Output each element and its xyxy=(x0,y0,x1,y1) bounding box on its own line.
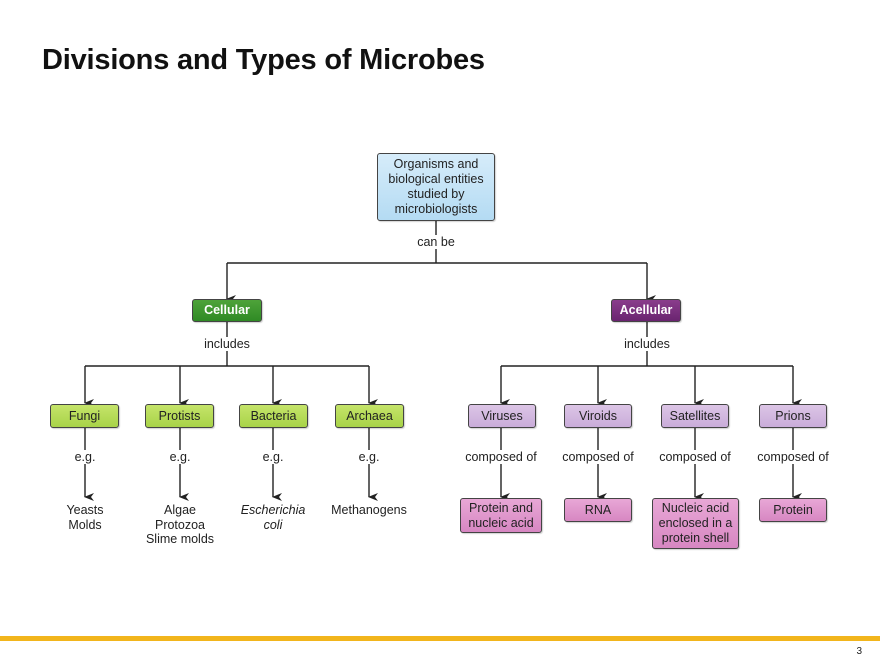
example-item: coli xyxy=(263,517,283,532)
example-item: Protozoa xyxy=(154,517,206,532)
relation-label: e.g. xyxy=(167,450,193,464)
group-protists: Protists xyxy=(145,404,214,428)
composition-line: Nucleic acid xyxy=(661,501,730,515)
examples-archaea: Methanogens xyxy=(331,503,407,518)
root-connector-label: can be xyxy=(415,235,457,249)
acellular-connector-label: includes xyxy=(622,337,672,351)
composition-line: protein shell xyxy=(661,531,730,545)
relation-label: composed of xyxy=(463,450,539,464)
composition-line: RNA xyxy=(584,502,612,517)
examples-bacteria: Escherichia coli xyxy=(241,503,306,532)
group-bacteria: Bacteria xyxy=(239,404,308,428)
root-node: Organisms and biological entities studie… xyxy=(377,153,495,221)
composition-line: enclosed in a xyxy=(658,516,733,530)
example-item: Escherichia xyxy=(240,503,306,517)
examples-fungi: Yeasts Molds xyxy=(66,503,103,532)
group-satellites: Satellites xyxy=(661,404,729,428)
group-viruses: Viruses xyxy=(468,404,536,428)
root-line: Organisms and xyxy=(393,157,479,171)
composition-line: Protein and xyxy=(469,500,533,515)
example-item: Algae xyxy=(164,503,196,517)
composition-viroids: RNA xyxy=(564,498,632,522)
composition-satellites: Nucleic acid enclosed in a protein shell xyxy=(652,498,739,549)
group-prions: Prions xyxy=(759,404,827,428)
composition-viruses: Protein and nucleic acid xyxy=(460,498,542,533)
composition-prions: Protein xyxy=(759,498,827,522)
relation-label: composed of xyxy=(657,450,733,464)
example-item: Yeasts xyxy=(66,503,104,517)
group-viroids: Viroids xyxy=(564,404,632,428)
root-line: biological entities xyxy=(388,172,484,186)
group-fungi: Fungi xyxy=(50,404,119,428)
examples-protists: Algae Protozoa Slime molds xyxy=(146,503,214,547)
example-item: Slime molds xyxy=(145,532,215,546)
composition-line: Protein xyxy=(773,502,813,517)
group-archaea: Archaea xyxy=(335,404,404,428)
example-item: Methanogens xyxy=(331,503,407,517)
cellular-connector-label: includes xyxy=(202,337,252,351)
relation-label: e.g. xyxy=(72,450,98,464)
relation-label: composed of xyxy=(755,450,831,464)
page-number: 3 xyxy=(856,646,862,657)
cellular-node: Cellular xyxy=(192,299,262,322)
relation-label: e.g. xyxy=(356,450,382,464)
footer-bar xyxy=(0,636,880,641)
relation-label: composed of xyxy=(560,450,636,464)
relation-label: e.g. xyxy=(260,450,286,464)
slide-title: Divisions and Types of Microbes xyxy=(42,44,485,76)
root-line: microbiologists xyxy=(394,202,478,216)
acellular-node: Acellular xyxy=(611,299,681,322)
root-line: studied by xyxy=(407,187,465,201)
example-item: Molds xyxy=(68,517,102,532)
composition-line: nucleic acid xyxy=(468,515,534,530)
